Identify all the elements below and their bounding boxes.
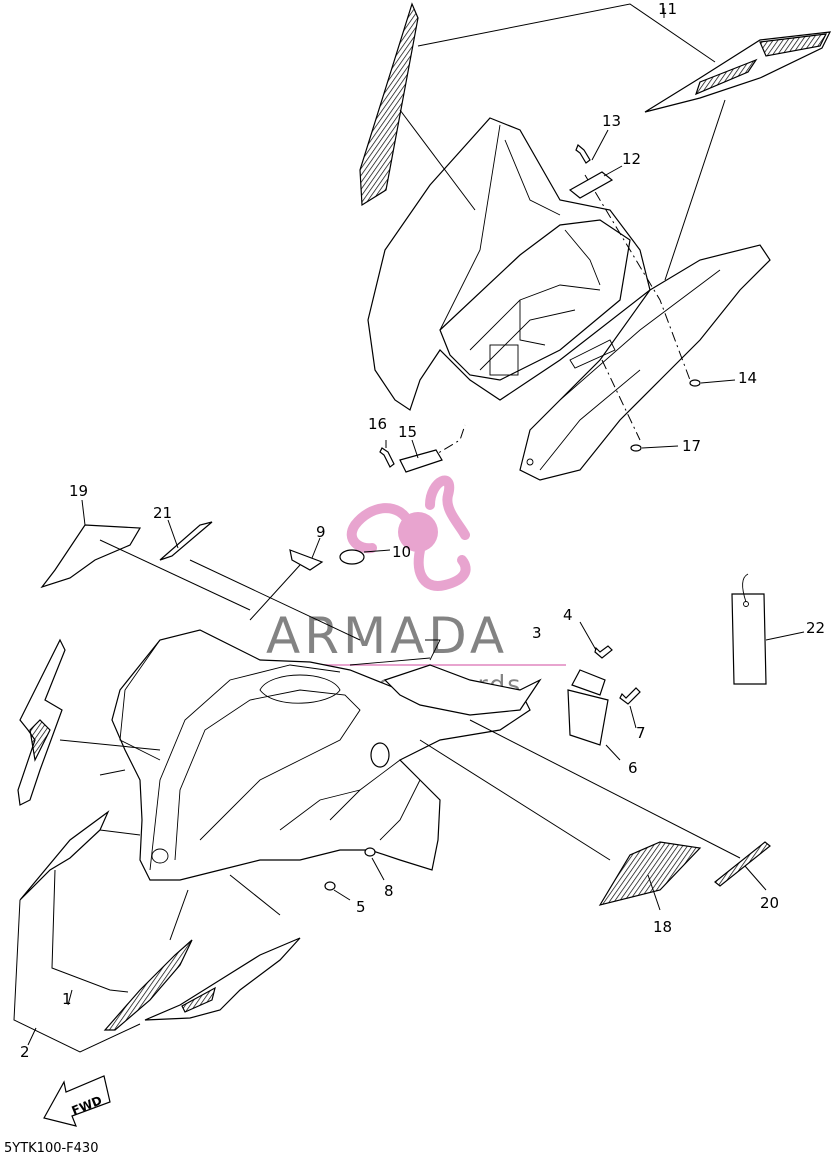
- callout-20: 20: [760, 894, 779, 912]
- callout-10: 10: [392, 543, 411, 561]
- plate-12: [568, 171, 614, 199]
- callout-19: 19: [69, 482, 88, 500]
- callout-15: 15: [398, 423, 417, 441]
- callout-labels: 1 2 3 4 5 6 7 8 9 10 11 12 13 14 15 16 1…: [20, 0, 825, 1061]
- callout-5: 5: [356, 898, 366, 916]
- callout-12: 12: [622, 150, 641, 168]
- callout-2: 2: [20, 1043, 30, 1061]
- propeller-logo-icon: [346, 475, 471, 591]
- callout-6: 6: [628, 759, 638, 777]
- callout-18: 18: [653, 918, 672, 936]
- watermark-brand: ARMADA: [266, 607, 508, 665]
- bolt-13: [575, 129, 609, 164]
- callout-11: 11: [658, 0, 677, 18]
- callout-14: 14: [738, 369, 757, 387]
- bolt-16: [379, 440, 395, 468]
- front-fender-assembly: [13, 499, 805, 1053]
- callout-9: 9: [316, 523, 326, 541]
- nut-17: [630, 444, 642, 452]
- rear-fender-assembly: [359, 2, 832, 481]
- callout-7: 7: [636, 724, 646, 742]
- drawing-code: 5YTK100-F430: [4, 1141, 98, 1156]
- callout-4: 4: [563, 606, 573, 624]
- callout-3: 3: [532, 624, 542, 642]
- nut-14: [689, 379, 701, 387]
- armada-watermark: ARMADA marine outboards: [266, 475, 566, 699]
- fwd-arrow-icon: FWD: [43, 1075, 111, 1127]
- callout-8: 8: [384, 882, 394, 900]
- callout-17: 17: [682, 437, 701, 455]
- callout-1: 1: [62, 990, 72, 1008]
- callout-21: 21: [153, 504, 172, 522]
- plate-15: [399, 449, 443, 473]
- callout-22: 22: [806, 619, 825, 637]
- callout-16: 16: [368, 415, 387, 433]
- callout-13: 13: [602, 112, 621, 130]
